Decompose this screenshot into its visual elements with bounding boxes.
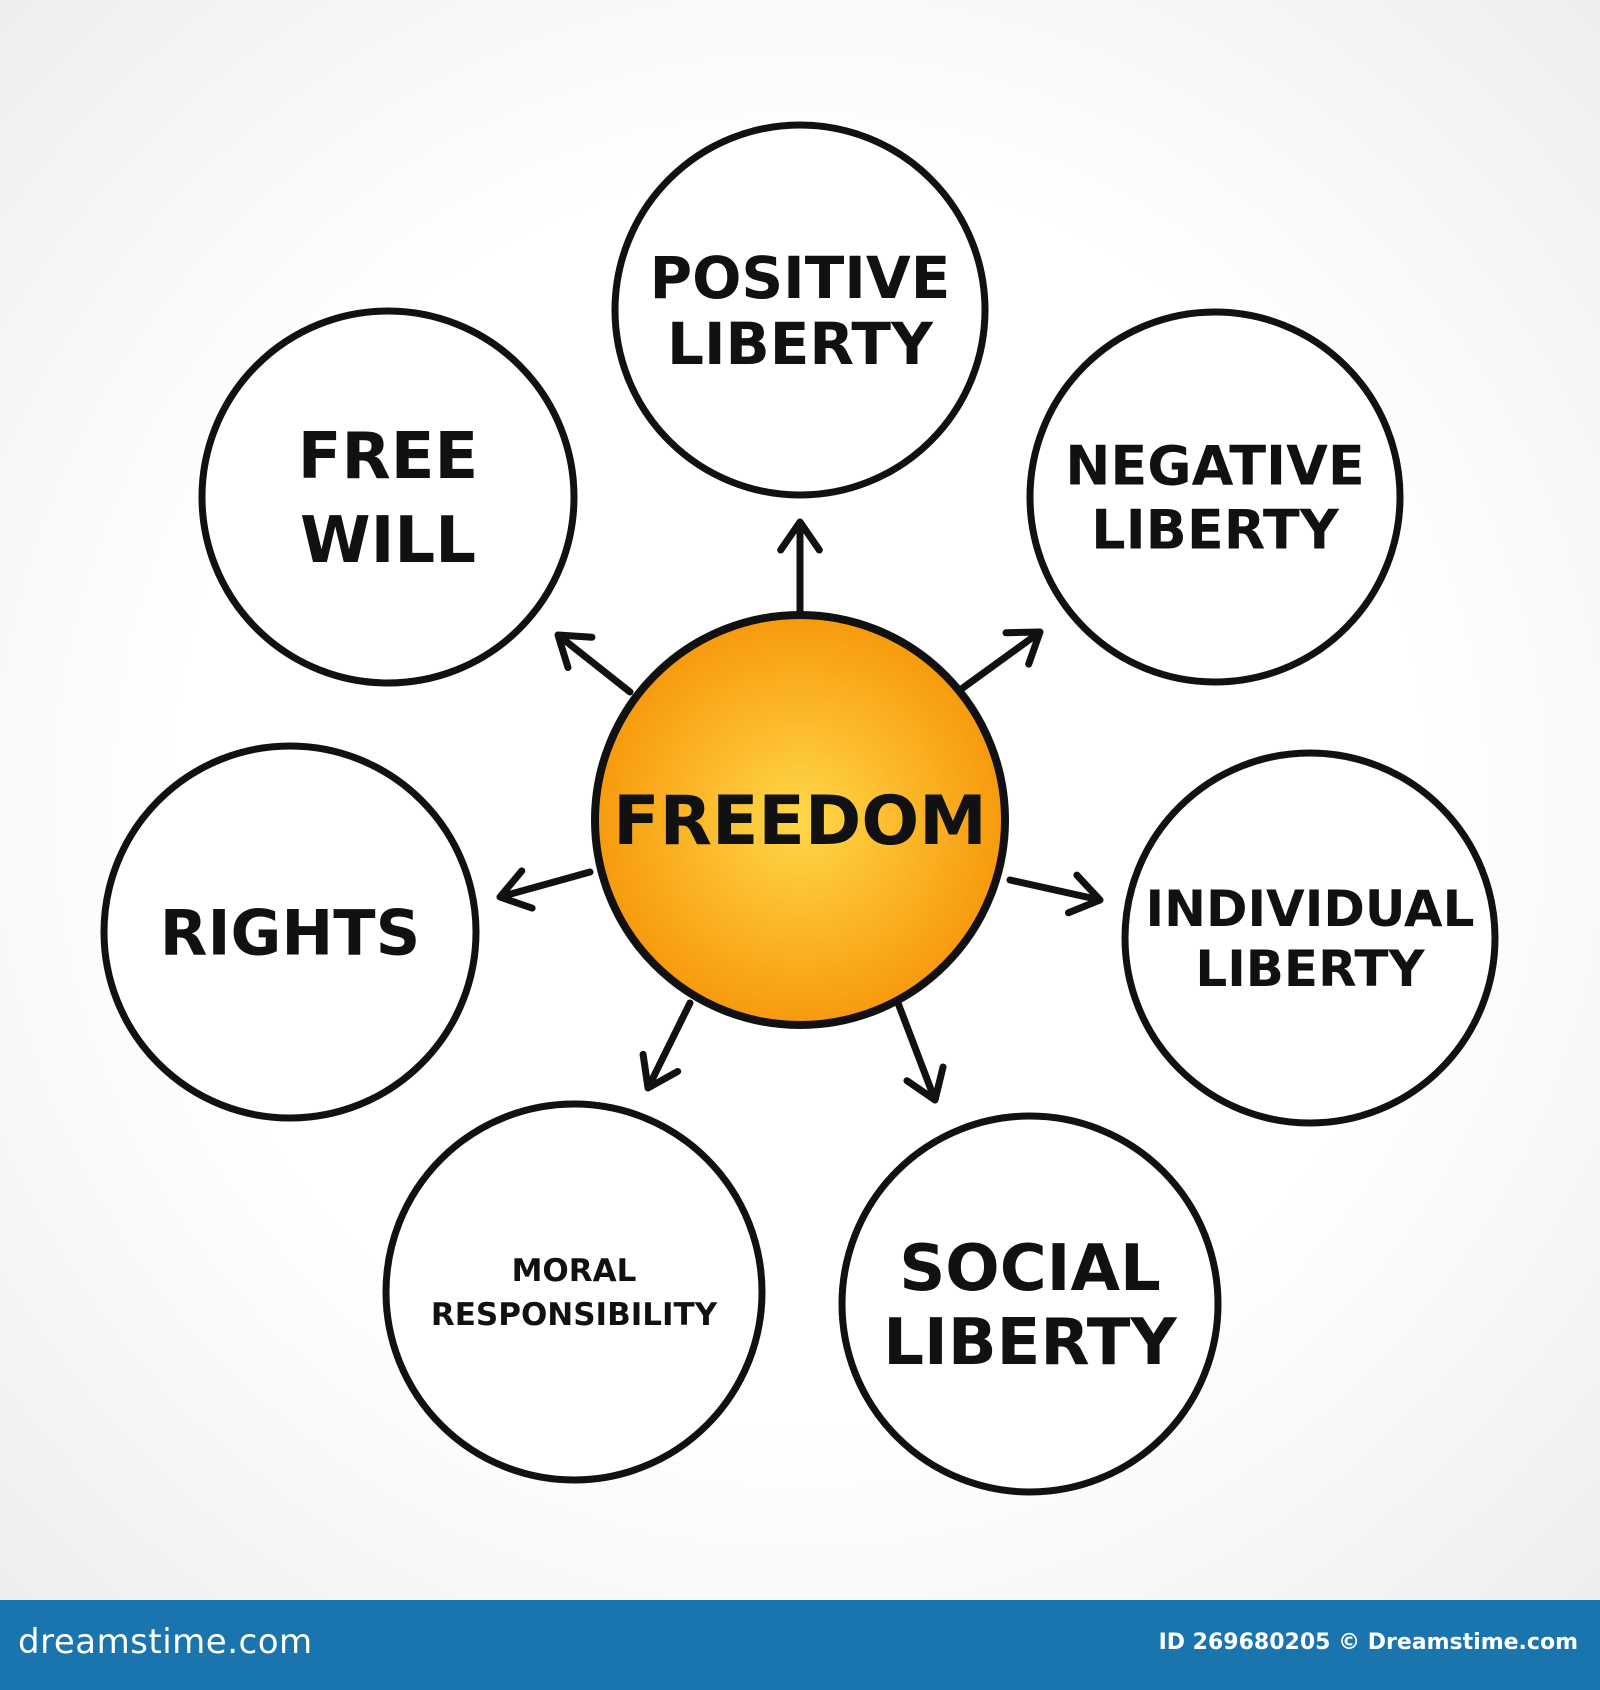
image-id-credit: ID 269680205 © Dreamstime.com [1158,1630,1578,1655]
node-circle [100,742,480,1122]
node-label-line: NEGATIVE [1065,434,1365,497]
node-free-will: FREE WILL [198,307,578,687]
node-circle [838,1112,1222,1496]
positive-liberty-arrow [777,518,823,616]
node-label-line: POSITIVE [650,244,951,312]
node-circle [1026,308,1404,686]
rights-arrow [496,867,594,912]
negative-liberty-arrow [956,628,1044,694]
center-circle [591,611,1009,1029]
node-circle [198,307,578,687]
node-label-line: LIBERTY [667,310,934,378]
center-node-freedom: FREEDOM [591,611,1009,1029]
node-circle [382,1100,766,1484]
site-logo: dreamstime.com [18,1622,313,1662]
node-label-line: LIBERTY [883,1306,1177,1380]
node-label-line: SOCIAL [899,1232,1161,1306]
node-label-line: MORAL [512,1253,637,1289]
moral-responsibility-arrow [639,999,694,1092]
mind-map-diagram: POSITIVELIBERTYNEGATIVELIBERTYINDIVIDUAL… [100,121,1499,1496]
free-will-arrow [554,631,634,696]
node-circle [611,121,989,499]
node-circle [1121,749,1499,1127]
node-label-line: RESPONSIBILITY [431,1297,718,1333]
center-label: FREEDOM [613,782,987,861]
node-label-line: INDIVIDUAL [1146,880,1475,938]
node-label-line: LIBERTY [1091,498,1340,561]
node-label-line: WILL [300,504,476,578]
node-rights: RIGHTS [100,742,480,1122]
individual-liberty-arrow [1006,871,1104,917]
node-label-line: RIGHTS [160,896,421,969]
node-label-line: FREE [298,420,478,494]
social-liberty-arrow [894,999,947,1104]
node-label-line: LIBERTY [1195,940,1425,998]
node-moral-responsibility: MORAL RESPONSIBILITY [382,1100,766,1484]
stock-footer-bar: dreamstime.com ID 269680205 © Dreamstime… [0,1600,1600,1690]
